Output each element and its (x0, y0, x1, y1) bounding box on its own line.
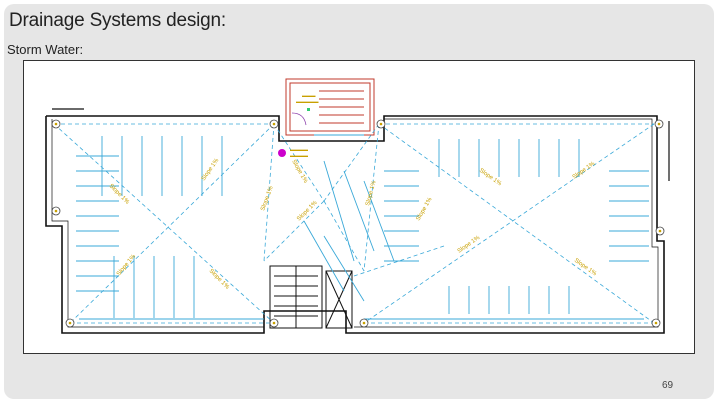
drain-marker-icon (278, 149, 286, 157)
stair-tower (285, 78, 375, 136)
slide-subtitle: Storm Water: (7, 42, 84, 57)
slope-label: Slope 1% (290, 159, 308, 185)
roof-drain-center (272, 321, 276, 325)
tower-annotation: ▬▬▬ (302, 93, 316, 98)
roof-drain-center (654, 321, 658, 325)
flow-arrow (323, 235, 365, 302)
building-walls (45, 108, 670, 334)
slope-label: Slope 1% (108, 183, 131, 206)
flow-arrow (323, 160, 355, 262)
storm-water-drawing: Slope 1% Slope 1% Slope 1% Slope 1% Slope 1%… (23, 60, 695, 354)
slope-label: Slope 1% (572, 161, 597, 181)
core-stairs (269, 265, 353, 329)
slope-ridge-lines (53, 123, 655, 324)
slope-labels: Slope 1% Slope 1% Slope 1% Slope 1% Slope 1%… (108, 157, 598, 291)
roof-drainage-plan: Slope 1% Slope 1% Slope 1% Slope 1% Slope 1%… (45, 78, 670, 334)
roof-drain-center (54, 122, 58, 126)
roof-drain-center (362, 321, 366, 325)
flow-arrow (363, 180, 395, 262)
slope-label: Slope 1% (208, 268, 231, 291)
roof-drains (51, 119, 665, 328)
tower-annotation: ▬▬▬▬▬ (296, 99, 319, 104)
drain-annotation: ▬▬▬▬ ▬▬▬▬ ▬▬▬ ▬▬▬▬▬ (278, 93, 319, 158)
annotation-text: ▬▬▬▬ (290, 147, 309, 152)
roof-drain-center (272, 122, 276, 126)
roof-drain-center (657, 122, 661, 126)
vent-icon (307, 108, 310, 111)
slide-title: Drainage Systems design: (9, 10, 226, 31)
flow-arrow (303, 220, 345, 292)
page-number: 69 (662, 380, 674, 391)
slope-label: Slope 1% (416, 196, 434, 222)
roof-drain-center (379, 122, 383, 126)
roof-drain-center (68, 321, 72, 325)
slope-label: Slope 1% (296, 200, 319, 223)
roof-drain-center (658, 229, 662, 233)
annotation-text: ▬▬▬▬ (290, 153, 309, 158)
slope-label: Slope 1% (365, 180, 378, 207)
slope-label: Slope 1% (573, 258, 598, 278)
flow-arrows (76, 136, 649, 320)
roof-drain-center (54, 209, 58, 213)
flow-arrow (343, 170, 375, 252)
slope-label: Slope 1% (260, 185, 275, 212)
